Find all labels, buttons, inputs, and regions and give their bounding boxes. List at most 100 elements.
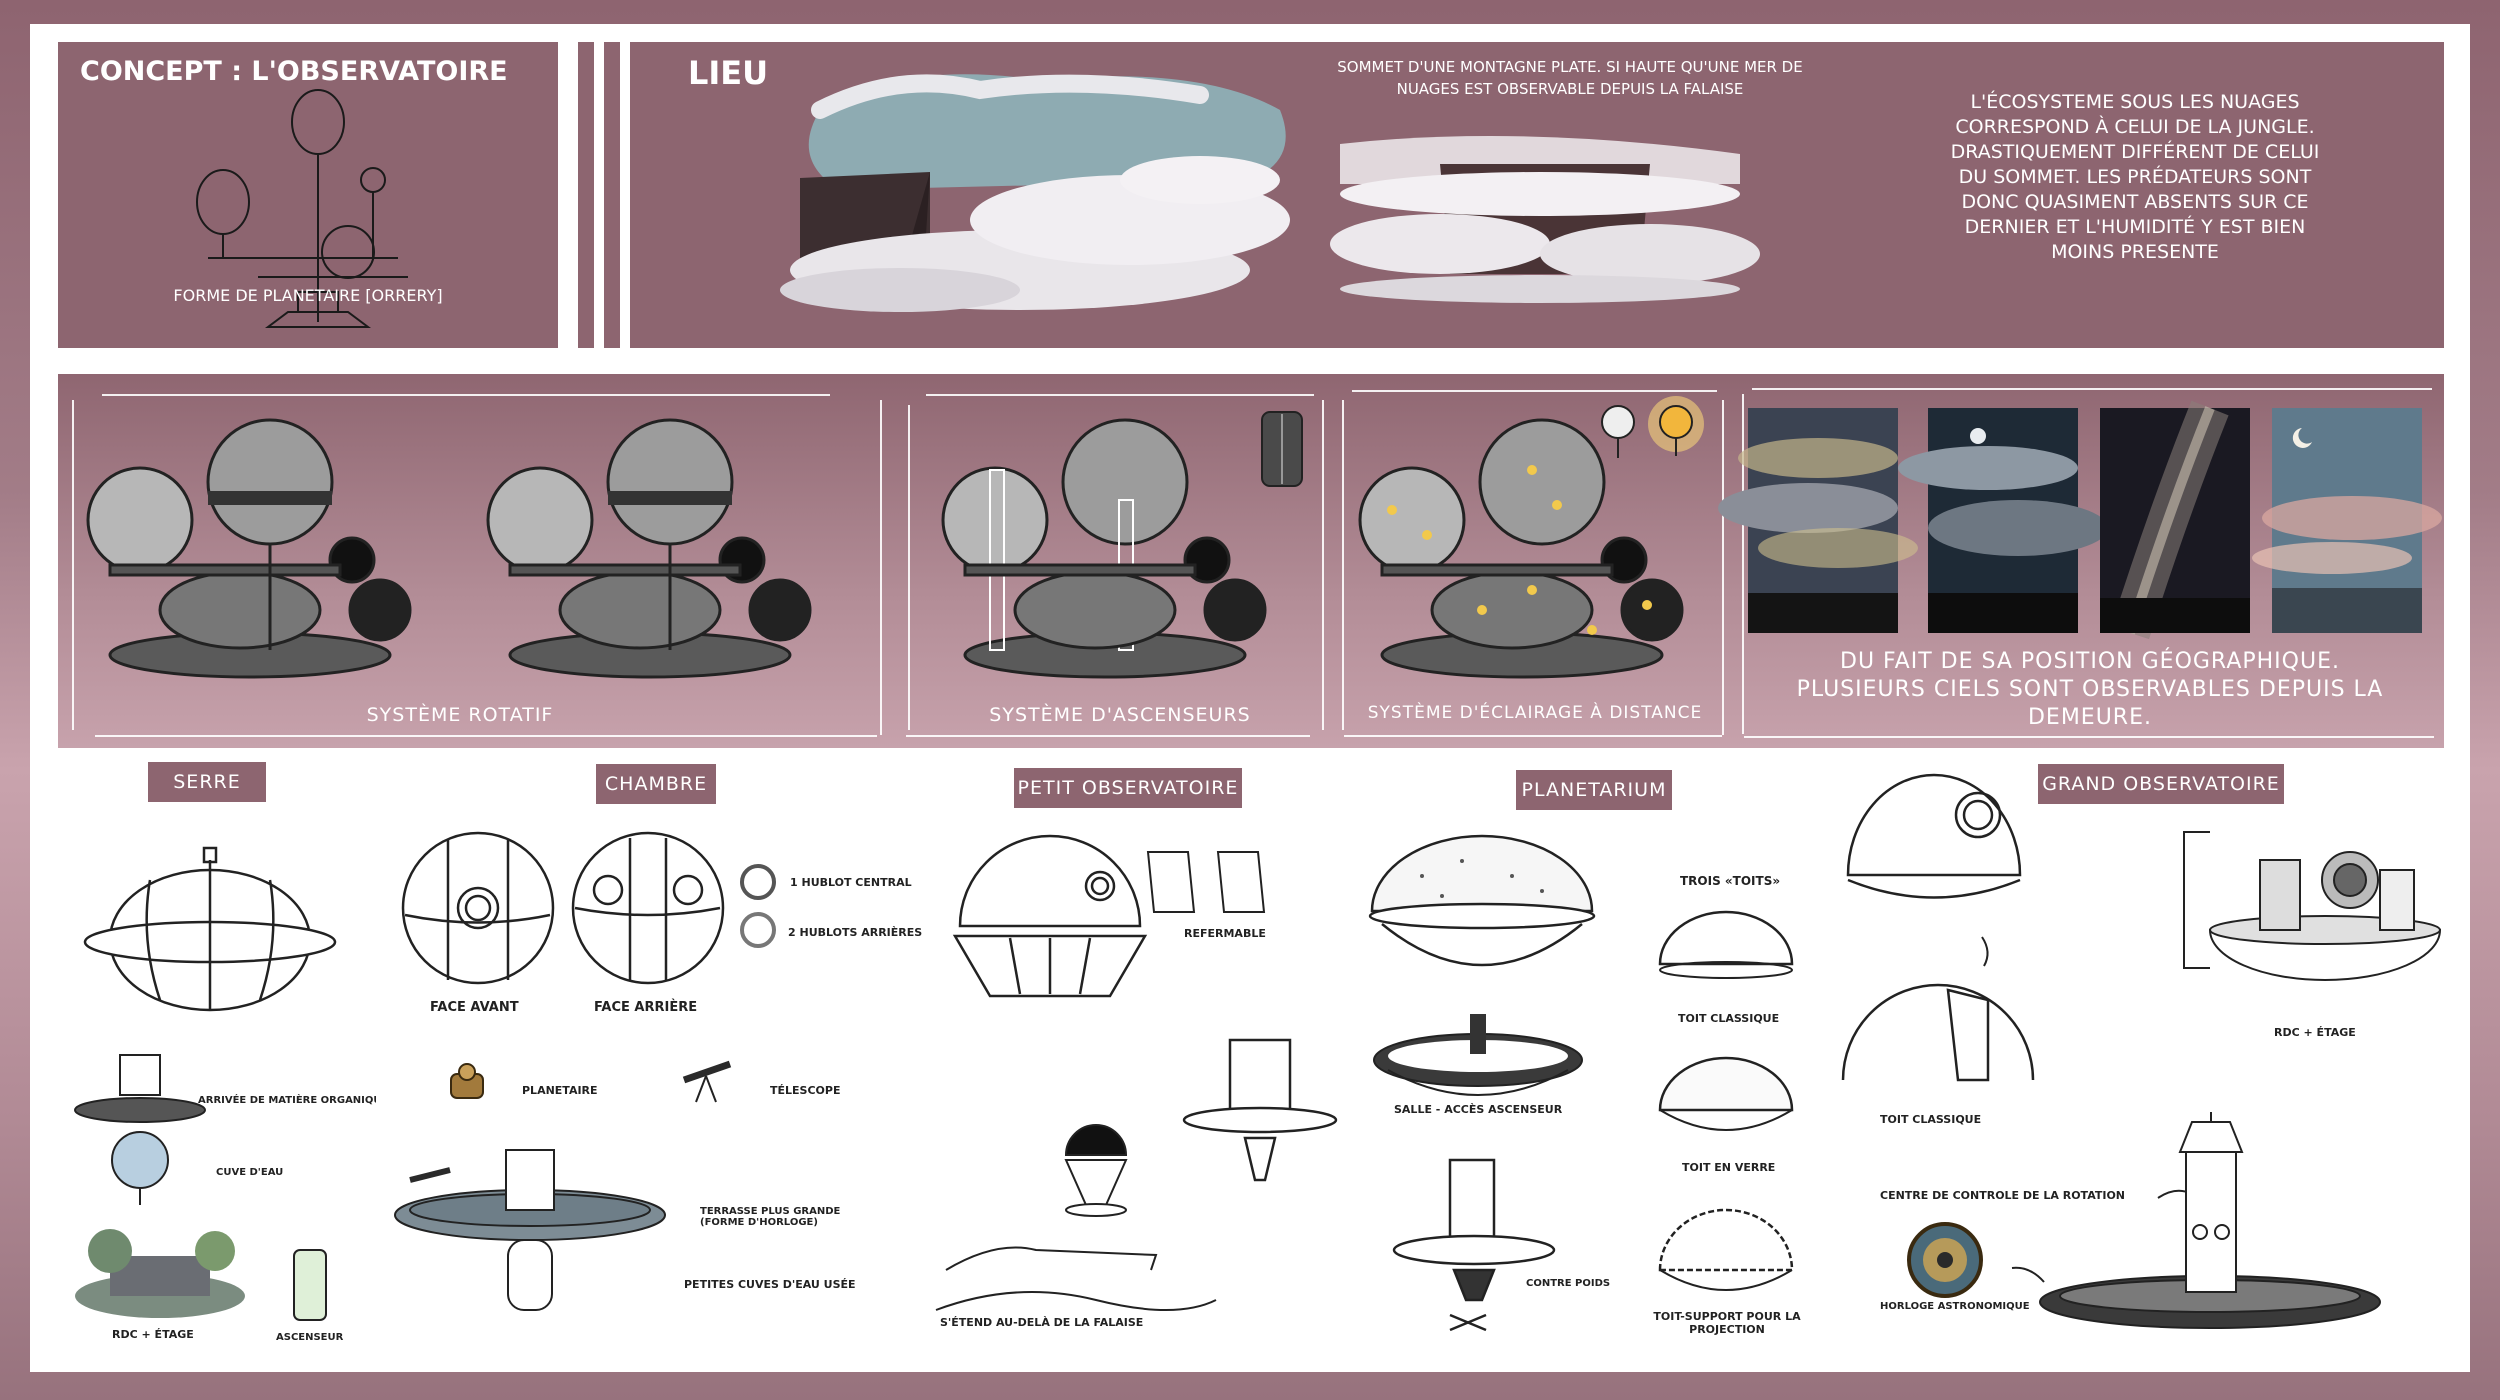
petit-observatoire-panel: [924, 748, 1342, 1372]
frame-line: [1744, 736, 2434, 738]
orrery-rotatif-illustration-1: [86, 418, 412, 679]
arrow-right-icon-2: [2011, 1266, 2045, 1283]
sky-painting-night-moon: [1898, 408, 2108, 633]
cliff-clouds-painting-1: [780, 74, 1290, 312]
grand-observatoire-dome-drawing: [1846, 773, 2022, 899]
petit-observatoire-cliff-drawing: [935, 1124, 1217, 1311]
concept-title: CONCEPT : L'OBSERVATOIRE: [80, 56, 508, 87]
divider-bar-1: [578, 42, 594, 348]
chambre-title: CHAMBRE: [596, 764, 716, 804]
frame-line: [1344, 735, 1722, 737]
serre-painting: [75, 1229, 245, 1318]
cliff-clouds-painting-2: [1330, 136, 1760, 303]
serre-label-ascenseur: ASCENSEUR: [276, 1332, 344, 1343]
petit-observatoire-dome-drawing: [952, 834, 1148, 998]
frame-line: [1352, 390, 1717, 392]
chambre-label-hublot-central: 1 HUBLOT CENTRAL: [790, 876, 912, 889]
frame-line: [926, 394, 1314, 396]
planetarium-label-trois-toits: TROIS «TOITS»: [1680, 874, 1781, 888]
sky-painting-sunset-clouds: [1718, 408, 1918, 633]
chambre-label-planetaire: PLANETAIRE: [522, 1084, 598, 1097]
planetarium-starry-dome-drawing: [1368, 834, 1596, 967]
petit-observatoire-title: PETIT OBSERVATOIRE: [1014, 768, 1242, 808]
chambre-label-cuves: PETITES CUVES D'EAU USÉE: [684, 1278, 856, 1291]
planetarium-toit-classique-drawing: [1658, 910, 1794, 979]
frame-line: [1342, 400, 1344, 730]
planetarium-salle-drawing: [1373, 1014, 1583, 1096]
serre-label-arrivee: ARRIVÉE DE MATIÈRE ORGANIQUE: [198, 1095, 389, 1106]
orrery-sketch: [196, 89, 408, 328]
serre-structure-drawing: [74, 1054, 206, 1205]
hublot-arriere-icon: [740, 912, 776, 948]
frame-line: [906, 735, 1310, 737]
chambre-label-face-avant: FACE AVANT: [430, 1000, 519, 1015]
orrery-ascenseurs-illustration: [941, 418, 1267, 679]
caption-systeme-ascenseurs: SYSTÈME D'ASCENSEURS: [989, 704, 1251, 726]
caption-ciels: DU FAIT DE SA POSITION GÉOGRAPHIQUE. PLU…: [1796, 649, 2384, 730]
petit-observatoire-label-falaise: S'ÉTEND AU-DELÀ DE LA FALAISE: [940, 1316, 1144, 1329]
astronomical-clock-icon: [1907, 1222, 1983, 1298]
refermable-panels-drawing: [1146, 851, 1266, 913]
lieu-title: LIEU: [688, 54, 769, 92]
lamp-on-icon: [1648, 396, 1704, 456]
telescope-icon: [682, 1060, 732, 1103]
lamp-off-icon: [1601, 405, 1635, 458]
petit-observatoire-elevator-drawing: [1182, 1038, 1338, 1182]
concept-panel: CONCEPT : L'OBSERVATOIRE FORME DE PLANET…: [58, 42, 558, 348]
planetarium-toit-verre-drawing: [1658, 1056, 1794, 1131]
concept-caption: FORME DE PLANETAIRE [ORRERY]: [173, 286, 443, 305]
sky-painting-milky-way: [2100, 400, 2250, 640]
chambre-label-face-arriere: FACE ARRIÈRE: [594, 1000, 698, 1015]
frame-line: [1722, 400, 1724, 735]
lieu-text-2: L'ÉCOSYSTEME SOUS LES NUAGES CORRESPOND …: [1950, 91, 2320, 263]
planetarium-label-contre-poids: CONTRE POIDS: [1526, 1278, 1611, 1289]
sky-painting-dawn-crescent: [2252, 408, 2442, 633]
planetarium-label-toit-support: TOIT-SUPPORT POUR LA PROJECTION: [1653, 1310, 1801, 1336]
grand-observatoire-toit-classique-drawing: [1841, 983, 2035, 1082]
chambre-label-terrasse: TERRASSE PLUS GRANDE (FORME D'HORLOGE): [700, 1206, 841, 1228]
chambre-face-arriere-drawing: [571, 831, 725, 985]
hublot-central-icon: [740, 864, 776, 900]
chambre-panel: [376, 748, 912, 1372]
planetaire-icon: [450, 1063, 484, 1099]
orrery-rotatif-illustration-2: [486, 418, 812, 679]
frame-line: [95, 735, 877, 737]
grand-observatoire-label-centre: CENTRE DE CONTROLE DE LA ROTATION: [1880, 1189, 2126, 1202]
chambre-terrace-drawing: [394, 1149, 666, 1311]
frame-line: [880, 400, 882, 735]
serre-greenhouse-drawing: [83, 846, 337, 1012]
frame-line: [1742, 394, 1744, 734]
serre-label-rdc: RDC + ÉTAGE: [112, 1328, 194, 1341]
petit-observatoire-label-refermable: REFERMABLE: [1184, 927, 1266, 940]
planetarium-label-toit-verre: TOIT EN VERRE: [1682, 1161, 1776, 1174]
frame-line: [908, 405, 910, 730]
grand-observatoire-bracket: [2183, 831, 2210, 969]
planetarium-title: PLANETARIUM: [1516, 770, 1672, 810]
grand-observatoire-label-rdc: RDC + ÉTAGE: [2274, 1026, 2356, 1039]
frame-line: [1322, 400, 1324, 730]
grand-observatoire-tower-drawing: [2039, 1112, 2381, 1329]
frame-line: [72, 400, 74, 730]
grand-observatoire-label-toit-classique: TOIT CLASSIQUE: [1880, 1113, 1982, 1126]
chambre-face-avant-drawing: [401, 831, 555, 985]
planetarium-counterweight-drawing: [1392, 1158, 1556, 1332]
chambre-label-telescope: TÉLESCOPE: [770, 1084, 841, 1097]
planetarium-toit-support-drawing: [1658, 1208, 1794, 1291]
frame-line: [1752, 388, 2432, 390]
grand-observatoire-interior-drawing: [2208, 851, 2442, 981]
chambre-label-hublots-arrieres: 2 HUBLOTS ARRIÈRES: [788, 926, 923, 939]
lieu-text-1: SOMMET D'UNE MONTAGNE PLATE. SI HAUTE QU…: [1337, 58, 1803, 98]
elevator-cabin-icon: [1261, 411, 1303, 487]
orrery-eclairage-illustration: [1358, 418, 1684, 679]
planetarium-label-salle: SALLE - ACCÈS ASCENSEUR: [1394, 1103, 1563, 1116]
grand-observatoire-title: GRAND OBSERVATOIRE: [2038, 764, 2284, 804]
divider-bar-2: [604, 42, 620, 348]
serre-label-cuve: CUVE D'EAU: [216, 1167, 284, 1178]
serre-title: SERRE: [148, 762, 266, 802]
grand-observatoire-label-horloge: HORLOGE ASTRONOMIQUE: [1880, 1301, 2030, 1312]
caption-systeme-eclairage: SYSTÈME D'ÉCLAIRAGE À DISTANCE: [1367, 703, 1703, 723]
serre-elevator-drawing: [293, 1249, 327, 1321]
lieu-panel: LIEU SOMMET D'UNE MONTAGNE PLATE. SI HAU…: [630, 42, 2444, 348]
frame-line: [102, 394, 830, 396]
grand-observatoire-arrow-icon: [1981, 936, 1989, 967]
